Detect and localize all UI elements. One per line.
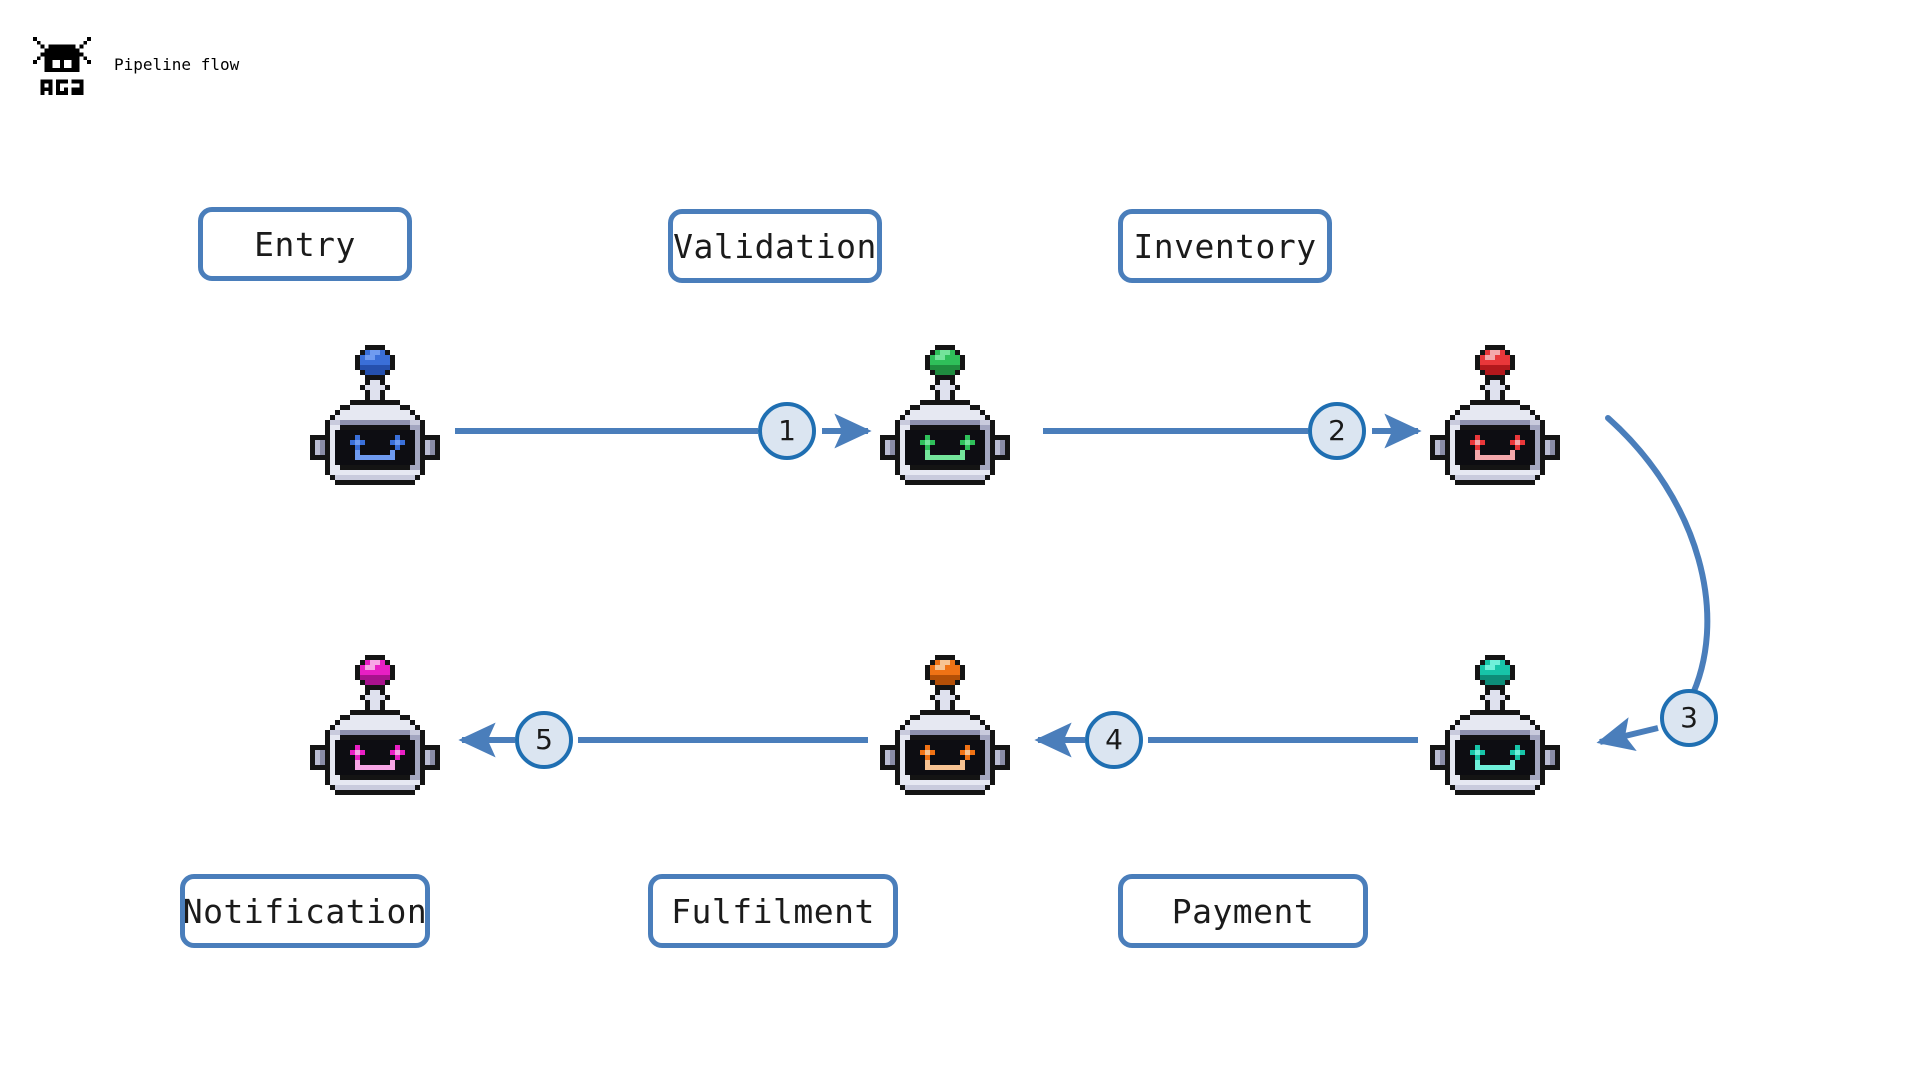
robot-avatar-orange <box>880 655 1010 795</box>
node-box-validation[interactable]: Validation <box>668 209 882 283</box>
edge-badge-4-label: 4 <box>1105 723 1123 756</box>
node-box-entry[interactable]: Entry <box>198 207 412 281</box>
edge-badge-5-label: 5 <box>535 723 553 756</box>
node-label-validation: Validation <box>673 226 877 266</box>
edge-badge-1-label: 1 <box>778 414 796 447</box>
page-header: Pipeline flow <box>28 28 239 100</box>
node-box-inventory[interactable]: Inventory <box>1118 209 1332 283</box>
node-box-payment[interactable]: Payment <box>1118 874 1368 948</box>
robot-avatar-blue <box>310 345 440 485</box>
edge-badge-1[interactable]: 1 <box>758 402 816 460</box>
edge-badge-5[interactable]: 5 <box>515 711 573 769</box>
robot-avatar-magenta <box>310 655 440 795</box>
ag2-robot-logo-icon <box>32 36 92 95</box>
node-label-inventory: Inventory <box>1133 226 1317 266</box>
robot-avatar-green <box>880 345 1010 485</box>
edge-badge-3[interactable]: 3 <box>1660 689 1718 747</box>
robot-avatar-red <box>1430 345 1560 485</box>
edge-badge-3-label: 3 <box>1680 701 1698 734</box>
edge-arrow-3 <box>1596 717 1659 752</box>
node-box-fulfilment[interactable]: Fulfilment <box>648 874 898 948</box>
node-box-notification[interactable]: Notification <box>180 874 430 948</box>
node-label-payment: Payment <box>1171 891 1315 931</box>
page-title: Pipeline flow <box>114 54 240 74</box>
edge-badge-2[interactable]: 2 <box>1308 402 1366 460</box>
edge-line-3 <box>1605 415 1711 703</box>
node-label-notification: Notification <box>182 891 428 931</box>
node-label-entry: Entry <box>254 224 356 264</box>
edge-badge-2-label: 2 <box>1328 414 1346 447</box>
robot-avatar-teal <box>1430 655 1560 795</box>
edge-badge-4[interactable]: 4 <box>1085 711 1143 769</box>
node-label-fulfilment: Fulfilment <box>671 891 875 931</box>
